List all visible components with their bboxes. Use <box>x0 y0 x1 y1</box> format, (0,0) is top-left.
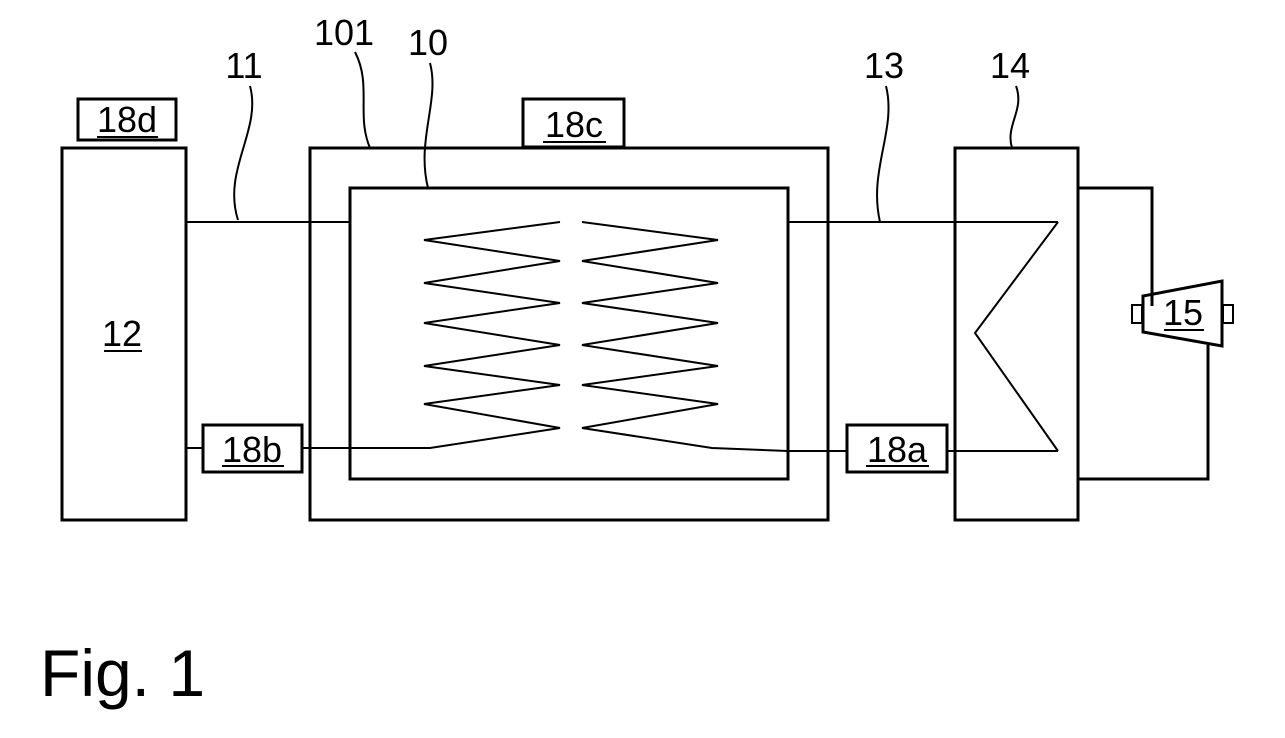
loop-bottom <box>1078 345 1208 479</box>
sensor-18b-label: 18b <box>222 429 282 470</box>
ref-11-label: 11 <box>225 45 262 86</box>
ref-11-leader <box>234 86 252 220</box>
compressor-15-label: 15 <box>1163 292 1203 333</box>
ref-14-leader <box>1010 86 1018 148</box>
ref-13-leader <box>877 86 889 222</box>
ref-101-label: 101 <box>314 12 374 53</box>
sensor-18c-label: 18c <box>545 104 603 145</box>
ref-13-label: 13 <box>864 45 904 86</box>
exchanger-14-box <box>955 148 1078 520</box>
loop-top <box>1078 188 1152 306</box>
ref-10-label: 10 <box>408 22 448 63</box>
ref-10-leader <box>425 63 433 188</box>
unit-12-label: 12 <box>102 313 142 354</box>
housing-101-box <box>310 148 828 520</box>
vessel-10-box <box>350 188 788 479</box>
ref-14-label: 14 <box>990 45 1030 86</box>
ref-101-leader <box>355 52 370 148</box>
compressor-15-left-nub <box>1132 305 1142 323</box>
figure-caption: Fig. 1 <box>40 636 205 710</box>
coil-right <box>582 222 788 451</box>
compressor-15-right-nub <box>1223 305 1233 323</box>
sensor-18d-label: 18d <box>97 99 157 140</box>
coil-left <box>350 222 560 448</box>
exchanger-14-coil <box>975 222 1058 451</box>
sensor-18a-label: 18a <box>867 429 928 470</box>
